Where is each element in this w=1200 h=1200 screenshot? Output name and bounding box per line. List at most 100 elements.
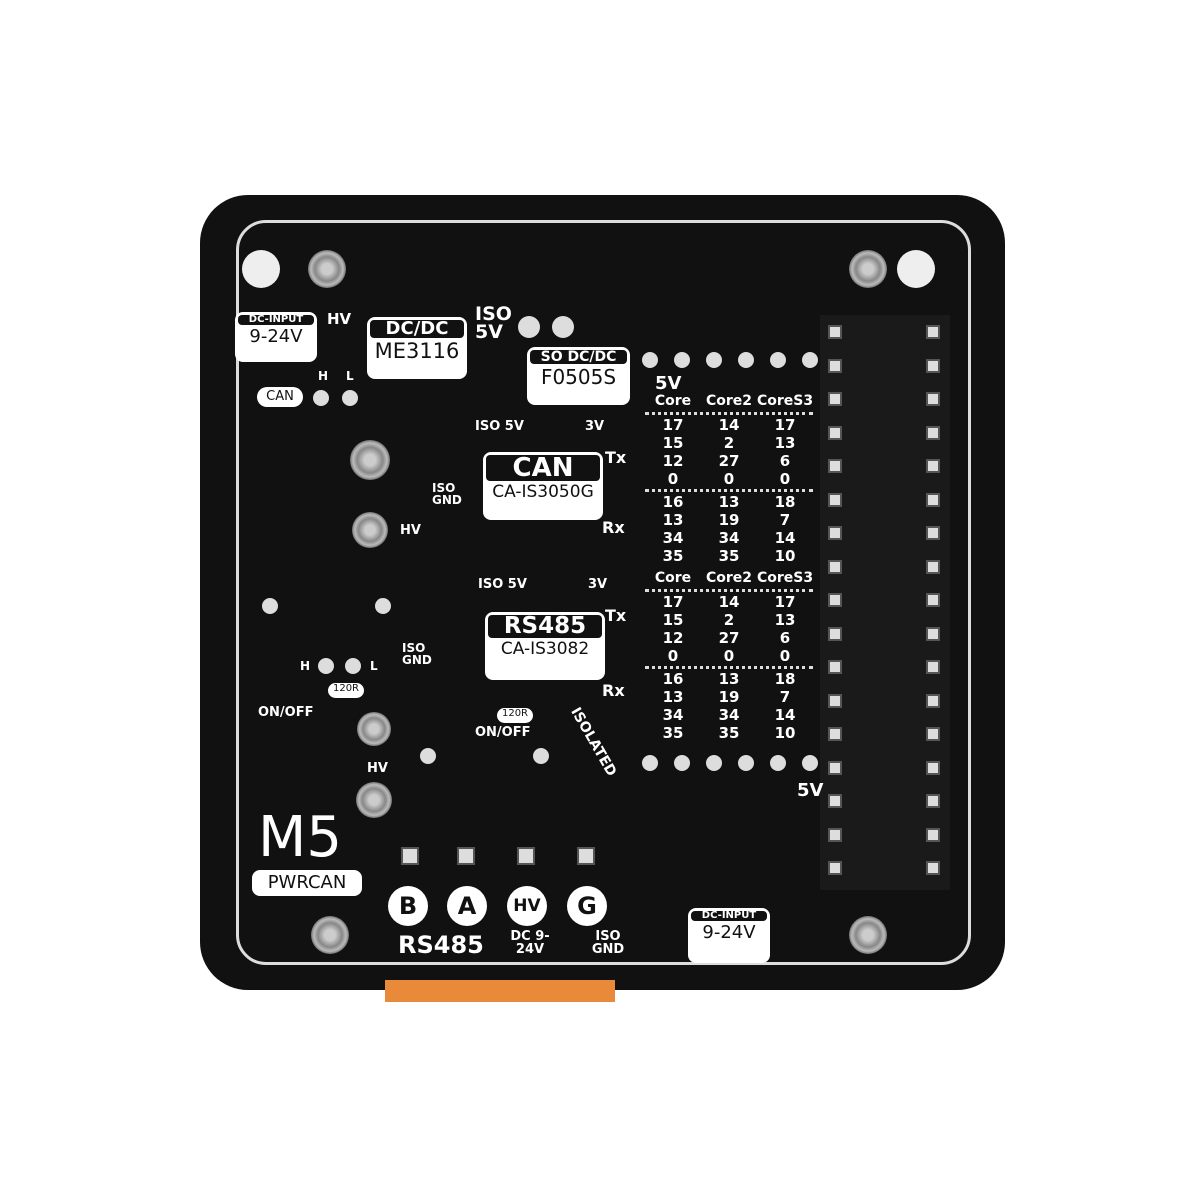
rs485-chip-header: RS485 bbox=[488, 615, 602, 638]
standoff bbox=[357, 712, 391, 746]
test-pad bbox=[518, 316, 540, 338]
test-pad bbox=[802, 352, 818, 368]
term-pad bbox=[345, 658, 361, 674]
header-pin bbox=[828, 459, 842, 473]
terminal-hv: HV bbox=[507, 886, 547, 926]
can-h-label: H bbox=[318, 369, 329, 383]
hv-bottom-label: HV bbox=[367, 761, 388, 776]
header-pin bbox=[926, 459, 940, 473]
can-hv-label: HV bbox=[400, 523, 421, 538]
can-chip-label: CAN CA-IS3050G bbox=[483, 452, 603, 520]
test-pad bbox=[738, 352, 754, 368]
screw-icon bbox=[849, 916, 887, 954]
header-pin bbox=[926, 861, 940, 875]
term-l-label: L bbox=[370, 659, 378, 673]
terminal-pad bbox=[577, 847, 595, 865]
term-pad bbox=[318, 658, 334, 674]
header-pin bbox=[926, 693, 940, 708]
rs485-chip-part: CA-IS3082 bbox=[500, 639, 590, 659]
can-120r-label: 120R bbox=[328, 683, 364, 698]
rs485-terminal-label: RS485 bbox=[398, 931, 484, 959]
header-pin bbox=[828, 392, 842, 406]
dc-input-header: DC-INPUT bbox=[238, 315, 314, 325]
header-pin bbox=[926, 526, 940, 540]
rs485-chip-label: RS485 CA-IS3082 bbox=[485, 612, 605, 680]
test-pad bbox=[674, 755, 690, 771]
model-label: PWRCAN bbox=[252, 870, 362, 896]
rs485-iso-gnd-label: ISO GND bbox=[402, 641, 432, 667]
screw-icon bbox=[311, 916, 349, 954]
test-pad bbox=[674, 352, 690, 368]
gnd-standoff bbox=[350, 440, 390, 480]
terminal-pad bbox=[457, 847, 475, 865]
dc-input-value: 9-24V bbox=[249, 326, 303, 347]
header-pin bbox=[926, 760, 940, 775]
header-pin bbox=[926, 325, 940, 339]
rs485-tx-label: Tx bbox=[605, 606, 627, 625]
terminal-a: A bbox=[447, 886, 487, 926]
header-pin bbox=[828, 626, 842, 641]
screw-icon bbox=[308, 250, 346, 288]
dcdc-chip-label: DC/DC ME3116 bbox=[367, 317, 467, 379]
header-pin bbox=[926, 660, 940, 674]
iso-gnd-terminal-label: ISO GND bbox=[591, 929, 625, 957]
m5-logo: M5 bbox=[258, 805, 342, 870]
so-dcdc-chip-label: SO DC/DC F0505S bbox=[527, 347, 630, 405]
dc-input-header: DC-INPUT bbox=[691, 911, 767, 921]
hv-label: HV bbox=[327, 310, 352, 328]
dcdc-header: DC/DC bbox=[370, 320, 464, 338]
can-3v-label: 3V bbox=[585, 419, 605, 434]
rs485-rx-label: Rx bbox=[602, 681, 625, 700]
dc-input-top-label: DC-INPUT 9-24V bbox=[235, 312, 317, 362]
terminal-b: B bbox=[388, 886, 428, 926]
can-l-label: L bbox=[346, 369, 354, 383]
test-pad bbox=[738, 755, 754, 771]
header-pin bbox=[828, 827, 842, 842]
header-pin bbox=[828, 727, 842, 741]
terminal-g: G bbox=[567, 886, 607, 926]
terminal-pad bbox=[401, 847, 419, 865]
term-h-label: H bbox=[300, 659, 311, 673]
rs485-120r-label: 120R bbox=[497, 708, 533, 723]
mount-hole bbox=[897, 250, 935, 288]
5v-label: 5V bbox=[655, 373, 682, 394]
switch-pad bbox=[262, 598, 278, 614]
hv-standoff bbox=[352, 512, 388, 548]
5v-right-label: 5V bbox=[797, 780, 824, 801]
header-pin bbox=[828, 660, 842, 674]
test-pad bbox=[642, 755, 658, 771]
header-pin bbox=[828, 559, 842, 574]
header-pin bbox=[926, 827, 940, 842]
header-pin bbox=[828, 492, 842, 507]
header-pin bbox=[926, 559, 940, 574]
can-tag: CAN bbox=[257, 387, 303, 407]
board-outline bbox=[236, 220, 971, 965]
can-rx-label: Rx bbox=[602, 518, 625, 537]
test-pad bbox=[770, 352, 786, 368]
switch-pad bbox=[375, 598, 391, 614]
dc-input-value: 9-24V bbox=[702, 922, 756, 943]
header-pin bbox=[828, 358, 842, 373]
header-pin bbox=[828, 794, 842, 808]
header-pin bbox=[828, 760, 842, 775]
can-tx-label: Tx bbox=[605, 448, 627, 467]
header-pin bbox=[926, 794, 940, 808]
dc-terminal-label: DC 9-24V bbox=[510, 929, 550, 957]
header-pin bbox=[926, 727, 940, 741]
so-dcdc-header: SO DC/DC bbox=[530, 350, 627, 364]
can-onoff-label: ON/OFF bbox=[258, 705, 314, 720]
header-pin bbox=[828, 593, 842, 607]
header-pin bbox=[828, 425, 842, 440]
can-chip-header: CAN bbox=[486, 455, 600, 481]
header-pin bbox=[926, 492, 940, 507]
switch-pad bbox=[420, 748, 436, 764]
header-pin bbox=[926, 358, 940, 373]
iso-5v-label: ISO 5V bbox=[475, 303, 512, 344]
terminal-pad bbox=[517, 847, 535, 865]
test-pad bbox=[642, 352, 658, 368]
switch-pad bbox=[533, 748, 549, 764]
hv-standoff bbox=[356, 782, 392, 818]
header-pin bbox=[828, 693, 842, 708]
